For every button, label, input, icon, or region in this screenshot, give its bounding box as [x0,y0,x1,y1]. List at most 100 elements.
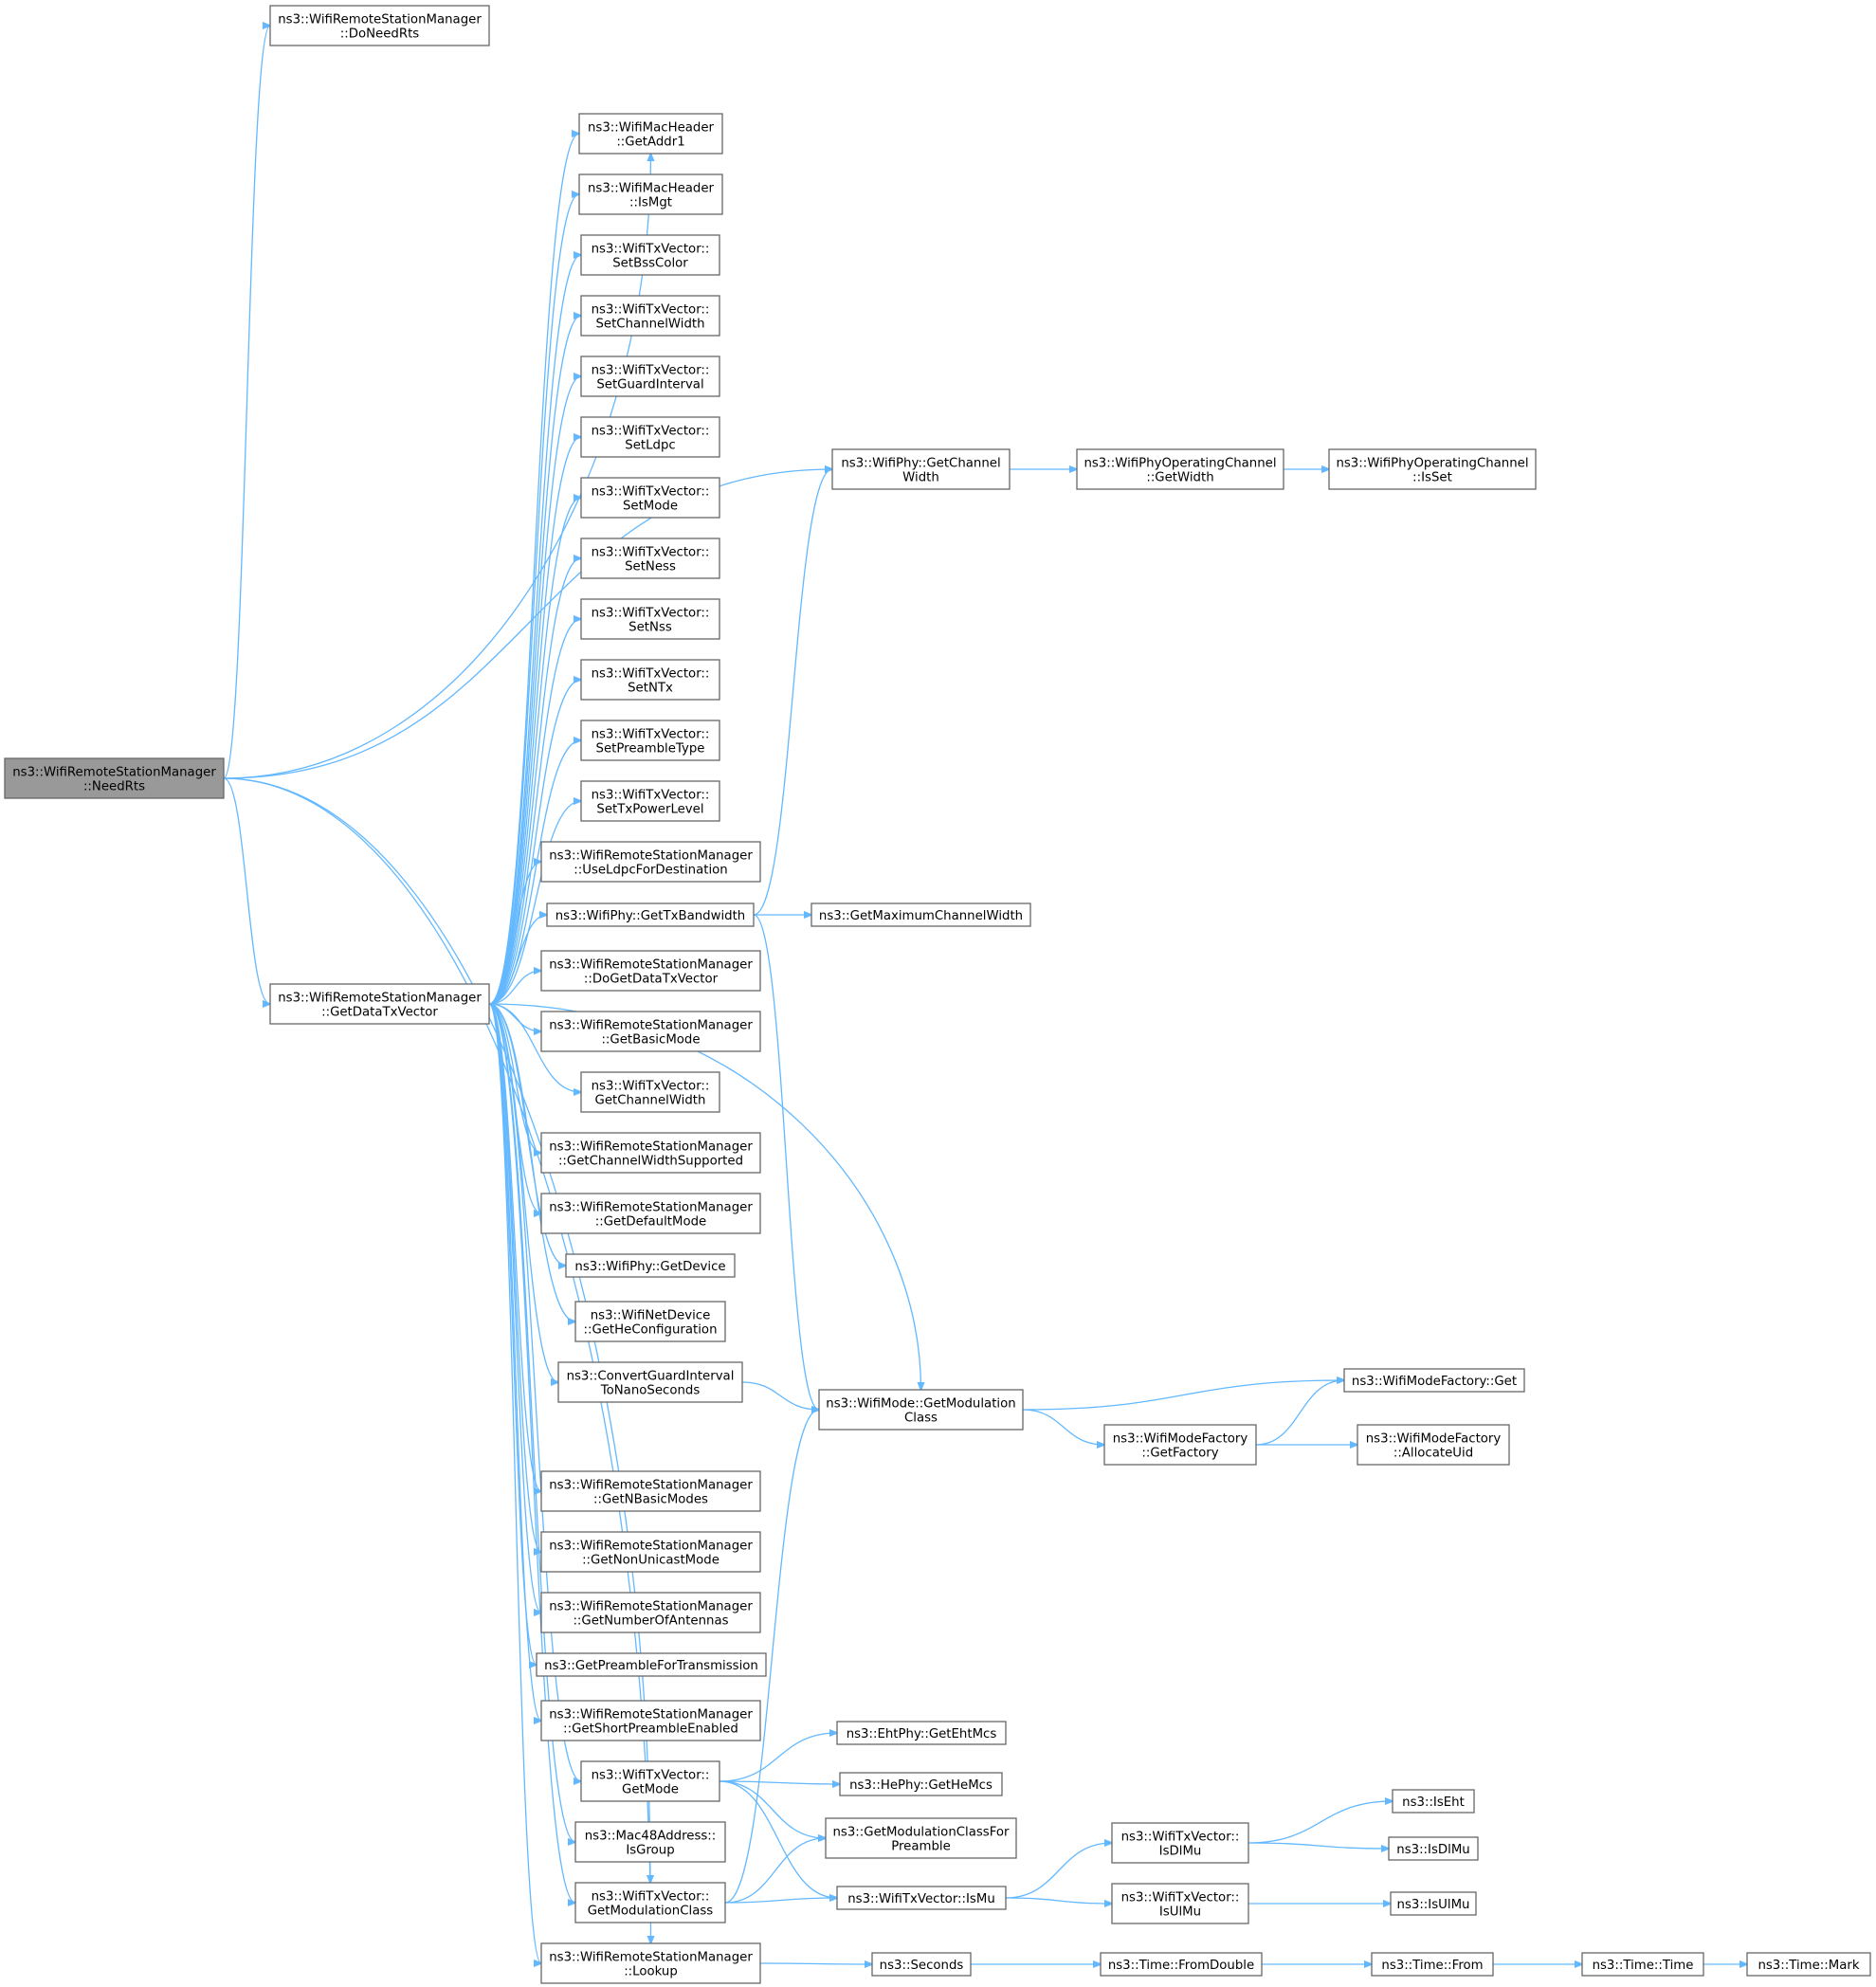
node-opch_isset[interactable]: ns3::WifiPhyOperatingChannel::IsSet [1328,448,1537,490]
node-getpreamblefortx[interactable]: ns3::GetPreambleForTransmission [536,1652,767,1677]
node-label: IsDlMu [1159,1845,1202,1859]
node-opch_getwidth[interactable]: ns3::WifiPhyOperatingChannel::GetWidth [1076,448,1284,490]
node-mf_allocateuid[interactable]: ns3::WifiModeFactory::AllocateUid [1357,1424,1510,1466]
node-label: SetBssColor [612,257,688,271]
node-label: ns3::WifiMacHeader [588,121,715,136]
node-label: ns3::WifiTxVector:: [592,364,710,378]
node-label: ns3::WifiRemoteStationManager [12,766,216,780]
node-label: GetModulationClass [588,1905,714,1919]
node-label: ::IsMgt [629,196,672,210]
node-time_from[interactable]: ns3::Time::From [1371,1952,1494,1977]
node-box [580,538,720,579]
node-txv_ismu[interactable]: ns3::WifiTxVector::IsMu [836,1886,1007,1910]
node-txv_getchannelwidth[interactable]: ns3::WifiTxVector::GetChannelWidth [580,1071,720,1113]
node-label: SetNTx [628,682,673,696]
node-setpreambletype[interactable]: ns3::WifiTxVector::SetPreambleType [580,720,720,761]
node-box [574,1882,726,1923]
node-gethemcs[interactable]: ns3::HePhy::GetHeMcs [839,1772,1003,1796]
node-setnss[interactable]: ns3::WifiTxVector::SetNss [580,598,720,640]
node-label: ns3::WifiRemoteStationManager [278,992,482,1006]
node-getehtmcs[interactable]: ns3::EhtPhy::GetEhtMcs [836,1721,1007,1745]
node-box [1076,448,1284,490]
node-txv_isulmu[interactable]: ns3::WifiTxVector::IsUlMu [1111,1883,1249,1924]
node-isgroup[interactable]: ns3::Mac48Address::IsGroup [574,1821,726,1863]
node-settxpowerlevel[interactable]: ns3::WifiTxVector::SetTxPowerLevel [580,780,720,822]
edge-txv_ismu-to-txv_isulmu [1005,1897,1112,1904]
node-getchannelwidthsupported[interactable]: ns3::WifiRemoteStationManager::GetChanne… [540,1132,761,1174]
node-label: SetMode [623,500,678,514]
node-needrts[interactable]: ns3::WifiRemoteStationManager::NeedRts [4,757,225,799]
node-iseht[interactable]: ns3::IsEht [1392,1789,1475,1814]
node-box [1390,1891,1477,1916]
node-fromdouble[interactable]: ns3::Time::FromDouble [1100,1952,1263,1977]
node-setntx[interactable]: ns3::WifiTxVector::SetNTx [580,659,720,701]
node-box [1371,1952,1494,1977]
node-label: ns3::WifiPhyOperatingChannel [1336,457,1528,471]
node-txv_getmode[interactable]: ns3::WifiTxVector::GetMode [580,1760,720,1802]
node-ismgt[interactable]: ns3::WifiMacHeader::IsMgt [578,173,723,215]
node-dogetdatatxvector[interactable]: ns3::WifiRemoteStationManager::DoGetData… [540,950,761,992]
node-box [811,902,1031,927]
node-getnumberofantennas[interactable]: ns3::WifiRemoteStationManager::GetNumber… [540,1592,761,1633]
node-seconds[interactable]: ns3::Seconds [871,1952,972,1977]
node-time_time[interactable]: ns3::Time::Time [1581,1952,1704,1977]
node-setness[interactable]: ns3::WifiTxVector::SetNess [580,538,720,579]
node-label: ns3::Seconds [880,1959,964,1973]
node-setmode[interactable]: ns3::WifiTxVector::SetMode [580,477,720,519]
node-label: ns3::Time::Mark [1758,1959,1859,1973]
node-getnbasicmodes[interactable]: ns3::WifiRemoteStationManager::GetNBasic… [540,1470,761,1512]
node-label: ::GetNBasicModes [593,1493,708,1507]
edge-getdatatxvector-to-settxpowerlevel [488,801,581,1005]
node-isdlmu[interactable]: ns3::IsDlMu [1388,1836,1479,1861]
node-getdatatxvector[interactable]: ns3::WifiRemoteStationManager::GetDataTx… [269,983,490,1025]
node-getnonunicastmode[interactable]: ns3::WifiRemoteStationManager::GetNonUni… [540,1531,761,1573]
node-setguardinterval[interactable]: ns3::WifiTxVector::SetGuardInterval [580,355,720,397]
node-txv_getmodclass[interactable]: ns3::WifiTxVector::GetModulationClass [574,1882,726,1923]
node-time_mark[interactable]: ns3::Time::Mark [1746,1952,1871,1977]
node-txv_isdlmu[interactable]: ns3::WifiTxVector::IsDlMu [1111,1822,1249,1864]
node-box [1581,1952,1704,1977]
node-setldpc[interactable]: ns3::WifiTxVector::SetLdpc [580,416,720,458]
node-label: ns3::WifiTxVector:: [592,1769,710,1783]
node-getdefaultmode[interactable]: ns3::WifiRemoteStationManager::GetDefaul… [540,1193,761,1234]
node-gettxbandwidth[interactable]: ns3::WifiPhy::GetTxBandwidth [546,902,755,927]
node-label: ns3::WifiTxVector:: [592,728,710,742]
node-setbsscolor[interactable]: ns3::WifiTxVector::SetBssColor [580,234,720,276]
node-getdevice[interactable]: ns3::WifiPhy::GetDevice [565,1253,736,1278]
node-label: ::UseLdpcForDestination [574,864,727,878]
node-mf_get[interactable]: ns3::WifiModeFactory::Get [1343,1368,1525,1393]
node-box [1746,1952,1871,1977]
node-phy_getchannelwidth[interactable]: ns3::WifiPhy::GetChannelWidth [831,448,1011,490]
node-isulmu[interactable]: ns3::IsUlMu [1390,1891,1477,1916]
node-mf_getfactory[interactable]: ns3::WifiModeFactory::GetFactory [1103,1424,1257,1466]
node-doneedrts[interactable]: ns3::WifiRemoteStationManager::DoNeedRts [269,5,490,46]
node-mode_getmodclass[interactable]: ns3::WifiMode::GetModulationClass [818,1389,1024,1431]
node-label: ::GetWidth [1146,471,1213,485]
node-box [1357,1424,1510,1466]
node-setchannelwidth[interactable]: ns3::WifiTxVector::SetChannelWidth [580,295,720,337]
node-box [825,1817,1017,1859]
node-label: ns3::WifiTxVector:: [592,303,710,318]
edge-getdatatxvector-to-getchannelwidthsupported [488,1003,541,1153]
node-box [1392,1789,1475,1814]
node-getshortpreamble[interactable]: ns3::WifiRemoteStationManager::GetShortP… [540,1700,761,1741]
edge-txv_getmode-to-gethemcs [719,1781,840,1784]
node-label: ns3::GetMaximumChannelWidth [819,909,1023,923]
node-useldpc[interactable]: ns3::WifiRemoteStationManager::UseLdpcFo… [540,841,761,883]
node-box [1328,448,1537,490]
node-getbasicmode[interactable]: ns3::WifiRemoteStationManager::GetBasicM… [540,1011,761,1052]
node-label: ns3::WifiPhyOperatingChannel [1084,457,1276,471]
node-gethecfg[interactable]: ns3::WifiNetDevice::GetHeConfiguration [574,1301,726,1342]
node-box [4,757,225,799]
node-box [540,1011,761,1052]
edge-txv_ismu-to-txv_isdlmu [1005,1843,1112,1899]
node-lookup[interactable]: ns3::WifiRemoteStationManager::Lookup [540,1942,761,1984]
node-label: ns3::WifiTxVector:: [592,607,710,621]
node-box [557,1361,743,1403]
node-getmaxchannelwidth[interactable]: ns3::GetMaximumChannelWidth [811,902,1031,927]
node-getaddr1[interactable]: ns3::WifiMacHeader::GetAddr1 [578,113,723,155]
edge-needrts-to-doneedrts [223,26,270,779]
